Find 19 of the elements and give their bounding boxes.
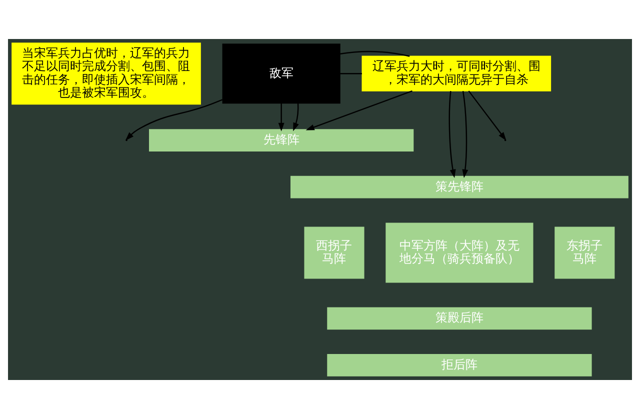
- connector: [340, 50, 410, 57]
- arrow: [306, 90, 412, 130]
- node-box: 策先锋阵: [290, 176, 628, 198]
- arrow: [278, 103, 284, 132]
- arrow: [448, 91, 456, 178]
- arrow: [462, 90, 468, 178]
- node-box: 辽军兵力大时，可同时分割、围，宋军的大间隔无异于自杀: [362, 56, 552, 92]
- node-box: 西拐子马阵: [304, 226, 364, 279]
- node-box: 当宋军兵力占优时，辽军的兵力不足以同时完成分割、包围、阻击的任务，即使插入宋军间隔，也是被宋军围攻。: [12, 42, 201, 105]
- node-box: 东拐子马阵: [554, 226, 615, 279]
- connector: [340, 73, 362, 74]
- node-box: 策殿后阵: [327, 307, 592, 330]
- arrow: [468, 90, 506, 141]
- node-box: 中军方阵（大阵）及无地分马（骑兵预备队）: [386, 222, 534, 283]
- arrow: [293, 103, 299, 132]
- arrow: [125, 99, 223, 140]
- node-box: 先锋阵: [149, 129, 414, 152]
- node-box: 敌军: [222, 44, 340, 104]
- node-box: 拒后阵: [327, 354, 592, 376]
